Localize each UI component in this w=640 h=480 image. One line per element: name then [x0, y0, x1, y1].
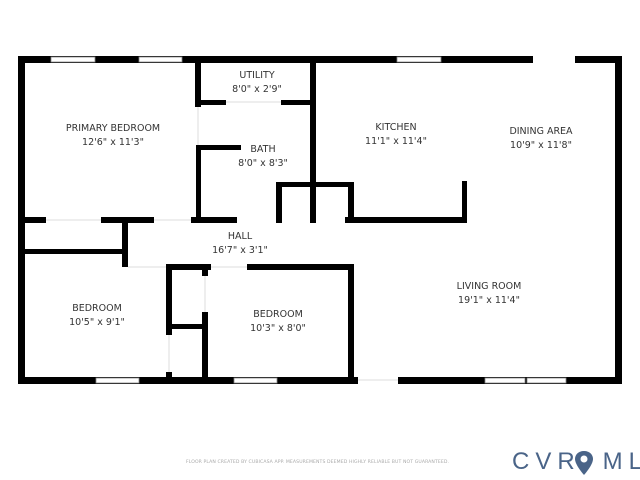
room-size: 8'0" x 2'9" — [232, 84, 282, 95]
room-label-utility: UTILITY 8'0" x 2'9" — [232, 69, 282, 97]
disclaimer-text: FLOOR PLAN CREATED BY CUBICASA APP. MEAS… — [186, 460, 450, 465]
room-label-bedroom-right: BEDROOM 10'3" x 8'0" — [250, 308, 306, 336]
room-label-living-room: LIVING ROOM 19'1" x 11'4" — [457, 280, 522, 308]
room-size: 10'9" x 11'8" — [510, 140, 572, 151]
room-size: 10'5" x 9'1" — [69, 317, 125, 328]
window — [233, 377, 278, 384]
room-name: BEDROOM — [72, 303, 122, 314]
room-name: BEDROOM — [253, 309, 303, 320]
room-label-bath: BATH 8'0" x 8'3" — [238, 143, 288, 171]
window — [396, 56, 442, 63]
room-name: HALL — [227, 231, 253, 242]
room-label-bedroom-left: BEDROOM 10'5" x 9'1" — [69, 302, 125, 330]
room-size: 11'1" x 11'4" — [365, 136, 427, 147]
window — [138, 56, 183, 63]
room-size: 12'6" x 11'3" — [82, 137, 144, 148]
room-label-hall: HALL 16'7" x 3'1" — [212, 230, 268, 258]
room-label-dining-area: DINING AREA 10'9" x 11'8" — [509, 125, 572, 153]
room-name: KITCHEN — [375, 122, 417, 133]
room-name: BATH — [250, 144, 276, 155]
room-name: PRIMARY BEDROOM — [65, 123, 161, 134]
wall-top-left — [18, 56, 533, 63]
room-name: LIVING ROOM — [456, 281, 522, 292]
door-openings — [46, 101, 398, 381]
wall-right — [615, 56, 622, 384]
cvrmls-logo: CVRMLS — [512, 448, 640, 475]
room-label-kitchen: KITCHEN 11'1" x 11'4" — [365, 121, 427, 149]
room-name: UTILITY — [239, 70, 275, 81]
walls — [18, 56, 622, 384]
window — [526, 377, 567, 384]
map-pin-icon — [575, 451, 593, 475]
wall-top-right — [575, 56, 622, 63]
room-size: 16'7" x 3'1" — [212, 245, 268, 256]
windows — [50, 56, 567, 384]
room-size: 10'3" x 8'0" — [250, 323, 306, 334]
room-size: 8'0" x 8'3" — [238, 158, 288, 169]
room-name: DINING AREA — [509, 126, 573, 137]
room-label-primary-bedroom: PRIMARY BEDROOM 12'6" x 11'3" — [66, 122, 160, 150]
window — [95, 377, 140, 384]
window — [50, 56, 96, 63]
wall-bottom-left — [18, 377, 358, 384]
room-size: 19'1" x 11'4" — [458, 295, 520, 306]
window — [484, 377, 526, 384]
